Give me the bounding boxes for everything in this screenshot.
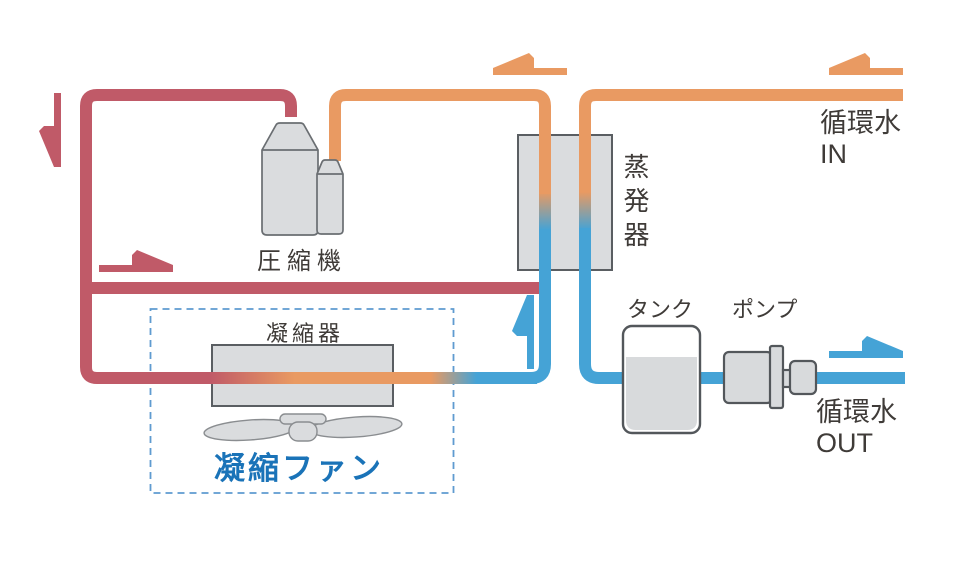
water-in-pipe — [579, 89, 903, 192]
compressor-small-vessel — [316, 159, 344, 235]
pump-head — [788, 359, 818, 396]
flow-down-arrow-icon — [39, 93, 61, 167]
compressor-label: 圧縮機 — [257, 248, 347, 275]
flow-left-arrow-icon — [493, 53, 567, 75]
flow-up-arrow-icon — [512, 295, 534, 369]
condenser-label: 凝縮器 — [265, 321, 344, 346]
water-in-label-line1: 循環水 — [820, 108, 901, 138]
evaporator-label: 蒸発器 — [620, 153, 650, 255]
water-out-label-line2: OUT — [816, 428, 873, 458]
flow-right-arrow-icon — [99, 250, 173, 272]
fan-hub-center — [288, 421, 318, 442]
evaporator-box — [517, 134, 613, 271]
pump-icon — [722, 344, 818, 410]
hot-refrigerant-pipe — [80, 89, 297, 384]
flow-left-arrow-icon — [829, 53, 903, 75]
flow-right-arrow-icon — [829, 336, 903, 358]
suction-pipe — [329, 89, 551, 194]
tank-label: タンク — [627, 297, 694, 322]
pump-flange — [768, 344, 785, 410]
water-out-pipe — [579, 228, 905, 384]
tank-water-fill — [626, 357, 697, 430]
water-out-label-line1: 循環水 — [816, 397, 897, 427]
pump-label: ポンプ — [732, 297, 798, 322]
evaporator-inlet-riser-pipe — [516, 228, 551, 384]
condenser-fan-dashed-box — [149, 308, 455, 494]
compressor-icon — [261, 122, 344, 236]
water-in-label: 循環水 IN — [820, 108, 901, 170]
condenser-fan-label: 凝縮ファン — [214, 451, 384, 486]
pump-body — [722, 350, 774, 405]
tank-icon — [621, 324, 702, 435]
compressor-large-vessel — [261, 122, 319, 236]
water-out-label: 循環水 OUT — [816, 397, 897, 459]
water-in-label-line2: IN — [820, 139, 847, 169]
fan-icon — [203, 413, 403, 442]
